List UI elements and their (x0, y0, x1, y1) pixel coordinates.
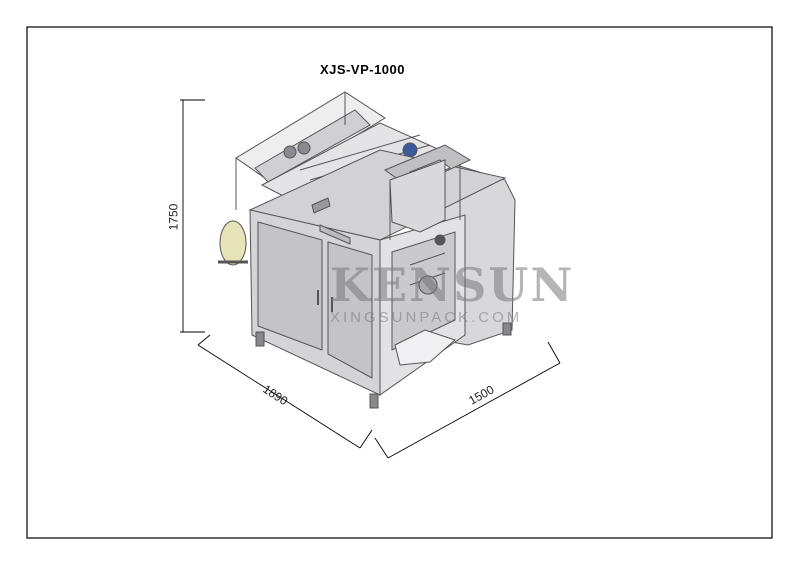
watermark-site: XINGSUNPACK.COM (330, 309, 523, 326)
drawing-frame (26, 26, 773, 539)
model-title: XJS-VP-1000 (320, 62, 405, 77)
machine-illustration (218, 91, 516, 409)
dimension-lines (180, 99, 561, 459)
watermark-brand: KENSUN (330, 258, 575, 312)
height-dimension-label: 1750 (166, 203, 181, 231)
